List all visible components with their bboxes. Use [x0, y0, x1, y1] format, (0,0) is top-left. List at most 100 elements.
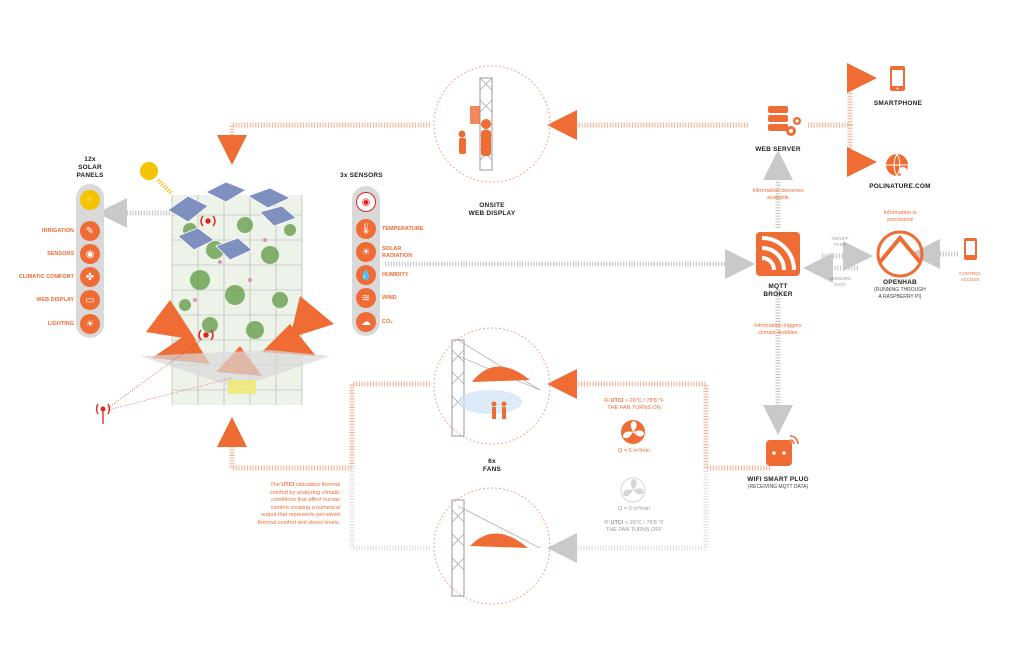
fan-on-state: THE FAN TURNS ON — [607, 405, 661, 411]
fan-on-condition: IF UTCI > 26°C / 78'8 °F THE FAN TURNS O… — [582, 398, 686, 412]
onsite-line-1: ONSITE — [479, 202, 505, 209]
sensor-co2: CO₂ — [382, 319, 393, 325]
lighting-icon: ☀ — [80, 314, 100, 334]
temperature-icon: 🌡 — [356, 219, 376, 239]
fan-on-illustration — [451, 339, 541, 437]
mqtt-note: Information triggers climatic bubbles — [728, 323, 828, 337]
output-irrigation: IRRIGATION — [42, 228, 74, 234]
link-bottom-line-2: DATA — [834, 282, 846, 287]
mqtt-note-line-2: climatic bubbles — [758, 330, 798, 336]
openhab-note: Information is processed — [862, 210, 938, 224]
fan-off-condition-line: IF UTCI < 26°C / 78'8 °F — [582, 520, 686, 527]
fan-off-state: THE FAN TURNS OFF — [605, 527, 663, 533]
control-line-1: CONTROL — [958, 271, 981, 276]
openhab-sub-line-1: (RUNNING THROUGH — [874, 287, 926, 293]
fan-off-icon — [620, 477, 646, 503]
polinature-label: POLINATURE.COM — [869, 183, 931, 190]
fans-label: 6x FANS — [472, 458, 512, 474]
link-bottom-line-1: SENSORS — [828, 276, 851, 281]
sensor-wind: WIND — [382, 295, 397, 301]
mqtt-line-1: MQTT — [768, 283, 788, 290]
onsite-display-illustration — [458, 77, 493, 171]
output-sensors: SENSORS — [47, 251, 74, 257]
mqtt-broker-label: MQTT BROKER — [748, 283, 808, 299]
fan-on-flow: Q = 5 m³/min — [618, 448, 650, 454]
solar-radiation-icon: ☀ — [356, 242, 376, 262]
server-icon — [768, 106, 801, 136]
web-server-note-line-1: Information becomes — [752, 188, 804, 194]
flow-lines — [97, 63, 958, 563]
solar-title-line-3: PANELS — [76, 172, 104, 179]
humidity-icon: 💧 — [356, 265, 376, 285]
smart-plug-label: WIFI SMART PLUG — [747, 476, 809, 483]
fan-on-condition-line: IF UTCI > 26°C / 78'8 °F — [582, 398, 686, 405]
web-server-label: WEB SERVER — [755, 146, 801, 153]
sensor-humidity: HUMIDITY — [382, 272, 409, 278]
mqtt-icon — [756, 232, 800, 276]
fan-off-circle — [433, 487, 551, 605]
openhab-note-line-1: Information is — [883, 210, 917, 216]
antenna-icon — [95, 403, 111, 424]
control-access-label: CONTROL ACCESS — [948, 271, 992, 283]
sensor-solar-line-2: RADIATION — [382, 253, 413, 259]
fan-off-cond-pre: IF — [604, 520, 611, 526]
fan-off-flow: Q = 0 m³/min — [618, 506, 650, 512]
control-phone-icon — [964, 238, 977, 260]
output-lighting: LIGHTING — [47, 321, 74, 327]
onsite-line-2: WEB DISPLAY — [468, 210, 516, 217]
sensor-solar-radiation: SOLAR RADIATION — [382, 246, 412, 260]
sensor-solar-line-1: SOLAR — [382, 246, 402, 252]
control-line-2: ACCESS — [960, 277, 980, 282]
solar-title-line-2: SOLAR — [78, 164, 102, 171]
web-server-note-line-2: available — [767, 195, 789, 201]
utci-line-3: conditions that affect human — [271, 497, 340, 503]
web-server-note: Information becomes available — [730, 188, 826, 202]
wind-icon: ≋ — [356, 288, 376, 308]
smartphone-icon — [890, 66, 905, 91]
openhab-sub-line-2: A RASPBERRY PI) — [878, 293, 922, 300]
irrigation-icon: ✎ — [80, 221, 100, 241]
output-climatic-comfort: CLIMATIC COMFORT — [18, 274, 74, 280]
sensors-icon: ◉ — [80, 244, 100, 264]
openhab-sub: (RUNNING THROUGH A RASPBERRY PI) — [852, 287, 948, 300]
sensor-temperature: TEMPERATURE — [382, 226, 424, 232]
sun-icon — [140, 162, 158, 180]
fan-off-cond-post: < 26°C / 78'8 °F — [623, 520, 664, 526]
link-fans-label: ON/OFF FANS — [818, 236, 862, 248]
tower-illustration — [140, 181, 334, 405]
utci-line-1-key: UTCI — [281, 482, 295, 488]
fan-on-cond-key: UTCI — [610, 398, 624, 404]
fan-off-condition: IF UTCI < 26°C / 78'8 °F THE FAN TURNS O… — [582, 520, 686, 534]
openhab-icon — [876, 230, 924, 278]
fan-off-cond-key: UTCI — [610, 520, 624, 526]
utci-line-1-pre: The — [270, 482, 282, 488]
link-top-line-2: FANS — [834, 242, 846, 247]
utci-line-2: comfort by analyzing climatic — [269, 489, 340, 496]
link-sensors-label: SENSORS DATA — [818, 276, 862, 288]
sensor-antenna-icon: ◉ — [356, 192, 376, 212]
utci-line-4: comfort creating a numerical — [270, 504, 340, 511]
link-top-line-1: ON/OFF — [831, 236, 849, 241]
fan-on-cond-post: > 26°C / 78'8 °F — [623, 398, 664, 404]
fans-line-2: FANS — [482, 466, 502, 473]
lightning-icon: ⚡ — [80, 190, 100, 210]
onsite-display-label: ONSITE WEB DISPLAY — [452, 202, 532, 218]
climatic-comfort-icon: ✤ — [80, 267, 100, 287]
fans-line-1: 6x — [488, 458, 496, 465]
utci-line-1: The UTCI calculates thermal — [228, 482, 340, 490]
openhab-note-line-2: processed — [887, 217, 913, 223]
mqtt-note-line-1: Information triggers — [754, 323, 802, 329]
utci-line-5: output that represents perceived — [261, 512, 340, 518]
utci-description: The UTCI calculates thermal comfort by a… — [228, 482, 340, 527]
vignette-circles — [433, 65, 551, 605]
globe-icon — [886, 153, 908, 177]
openhab-label: OPENHAB — [883, 279, 917, 286]
solar-panels-title: 12x SOLAR PANELS — [72, 156, 108, 180]
web-display-icon: ▭ — [80, 290, 100, 310]
solar-title-line-1: 12x — [84, 156, 96, 163]
fan-on-circle — [433, 327, 551, 445]
sensors-title: 3x SENSORS — [340, 172, 383, 179]
onsite-display-circle — [433, 65, 551, 183]
utci-line-1-post: calculates thermal — [294, 482, 340, 488]
